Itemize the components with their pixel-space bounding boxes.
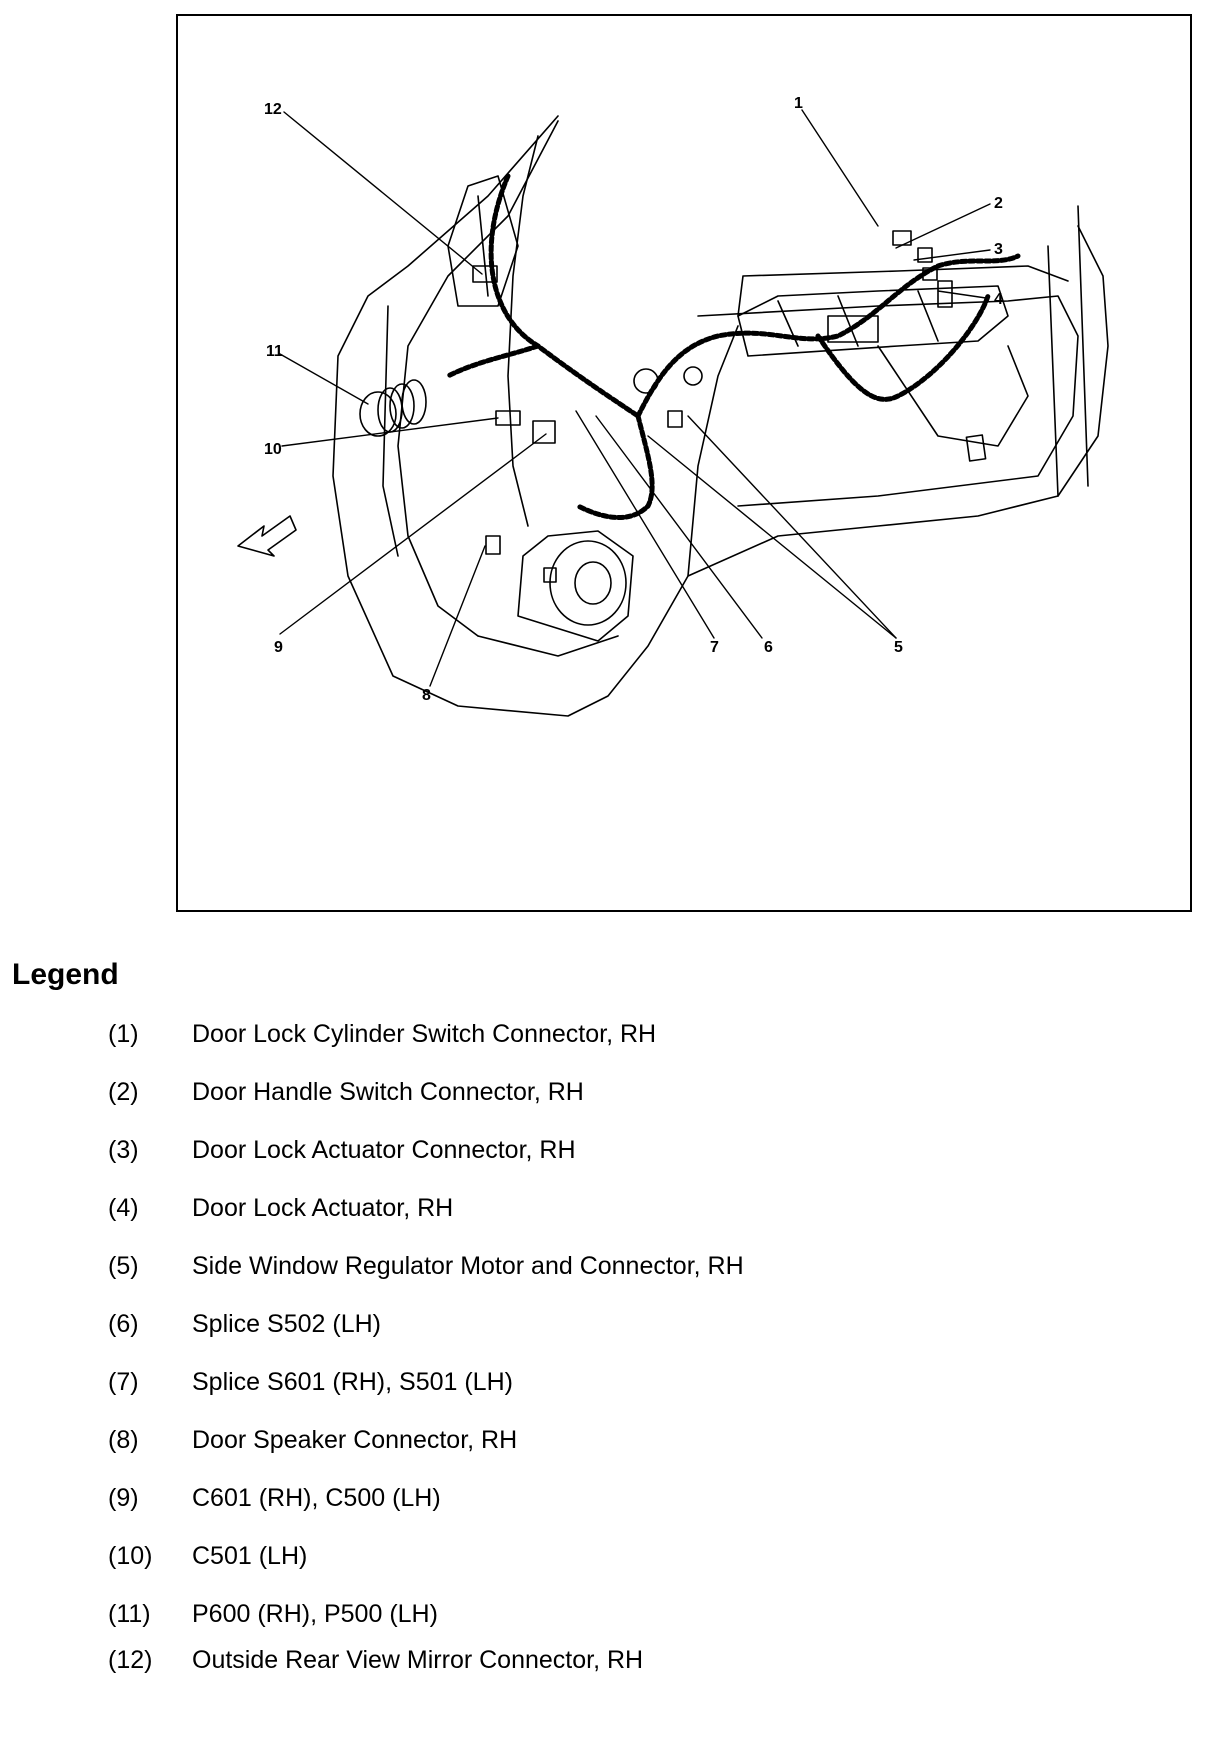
legend-item: (3) Door Lock Actuator Connector, RH (108, 1136, 1108, 1194)
legend-item: (4) Door Lock Actuator, RH (108, 1194, 1108, 1252)
legend-number: (3) (108, 1136, 139, 1164)
leader-lines (279, 109, 991, 687)
callout-9: 9 (274, 639, 283, 656)
door-wiring-diagram: 1 2 3 4 5 6 7 8 9 10 11 12 (237, 95, 1109, 717)
legend-item: (12) Outside Rear View Mirror Connector,… (108, 1646, 1108, 1692)
legend-item: (2) Door Handle Switch Connector, RH (108, 1078, 1108, 1136)
connectors (472, 230, 953, 555)
regulator-panel (737, 285, 1029, 447)
callout-3: 3 (994, 241, 1003, 258)
legend-item: (5) Side Window Regulator Motor and Conn… (108, 1252, 1108, 1310)
legend-description: Door Lock Actuator Connector, RH (192, 1136, 576, 1164)
callout-4: 4 (994, 291, 1003, 308)
callout-12: 12 (264, 101, 282, 118)
legend-number: (11) (108, 1600, 151, 1628)
legend-number: (6) (108, 1310, 139, 1338)
callout-10: 10 (264, 441, 282, 458)
legend-description: Splice S601 (RH), S501 (LH) (192, 1368, 513, 1396)
legend-number: (10) (108, 1542, 153, 1570)
speaker (517, 530, 634, 642)
legend-item: (6) Splice S502 (LH) (108, 1310, 1108, 1368)
legend-item: (8) Door Speaker Connector, RH (108, 1426, 1108, 1484)
callout-5: 5 (894, 639, 903, 656)
legend-description: Outside Rear View Mirror Connector, RH (192, 1646, 644, 1674)
legend-number: (1) (108, 1020, 139, 1048)
legend-title: Legend (12, 958, 119, 991)
callout-11: 11 (266, 343, 283, 360)
callout-labels: 1 2 3 4 5 6 7 8 9 10 11 12 (264, 95, 1003, 704)
legend-description: Splice S502 (LH) (192, 1310, 381, 1338)
legend-number: (5) (108, 1252, 139, 1280)
legend-description: Door Handle Switch Connector, RH (192, 1078, 584, 1106)
legend-number: (12) (108, 1646, 153, 1674)
legend-list: (1) Door Lock Cylinder Switch Connector,… (108, 1020, 1108, 1692)
legend-item: (1) Door Lock Cylinder Switch Connector,… (108, 1020, 1108, 1078)
legend-description: C501 (LH) (192, 1542, 308, 1570)
legend-description: C601 (RH), C500 (LH) (192, 1484, 441, 1512)
callout-2: 2 (994, 195, 1003, 212)
legend-number: (2) (108, 1078, 139, 1106)
legend-item: (7) Splice S601 (RH), S501 (LH) (108, 1368, 1108, 1426)
legend-description: Door Lock Cylinder Switch Connector, RH (192, 1020, 657, 1048)
callout-7: 7 (710, 639, 719, 656)
legend-number: (7) (108, 1368, 139, 1396)
legend-description: P600 (RH), P500 (LH) (192, 1600, 438, 1628)
legend-number: (8) (108, 1426, 139, 1454)
legend-item: (11) P600 (RH), P500 (LH) (108, 1600, 1108, 1646)
legend-number: (9) (108, 1484, 139, 1512)
legend-description: Door Lock Actuator, RH (192, 1194, 454, 1222)
legend-number: (4) (108, 1194, 139, 1222)
legend-item: (9) C601 (RH), C500 (LH) (108, 1484, 1108, 1542)
forward-arrow-icon (237, 515, 297, 557)
legend-description: Side Window Regulator Motor and Connecto… (192, 1252, 744, 1280)
callout-6: 6 (764, 639, 773, 656)
callout-8: 8 (422, 687, 431, 704)
legend-item: (10) C501 (LH) (108, 1542, 1108, 1600)
mirror-area (447, 175, 519, 307)
grommet (359, 379, 427, 437)
callout-1: 1 (794, 95, 803, 112)
diagram-frame: 1 2 3 4 5 6 7 8 9 10 11 12 (176, 14, 1192, 912)
legend-description: Door Speaker Connector, RH (192, 1426, 518, 1454)
door-shell (332, 115, 1109, 717)
wiring-harness (445, 173, 1021, 521)
